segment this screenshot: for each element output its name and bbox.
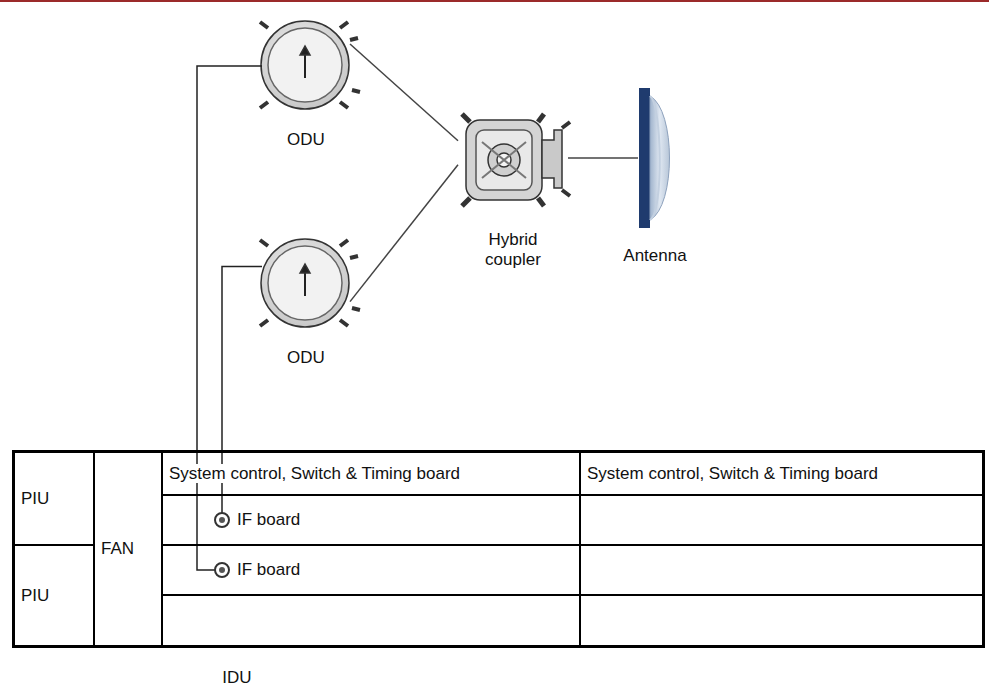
slot-label: PIU bbox=[19, 586, 51, 606]
slot-label: IF board bbox=[235, 560, 302, 580]
power-slot: PIU bbox=[14, 545, 94, 646]
rf-link bbox=[568, 157, 638, 159]
board-slot: IF board bbox=[162, 495, 580, 545]
top-rule bbox=[0, 0, 989, 2]
empty-slot bbox=[580, 545, 983, 595]
slot-label: IF board bbox=[235, 510, 302, 530]
antenna: Antenna bbox=[638, 88, 672, 228]
if-port bbox=[215, 563, 229, 577]
slot-label: System control, Switch & Timing board bbox=[585, 464, 880, 484]
power-slot: PIU bbox=[14, 452, 94, 545]
hybrid-coupler-icon bbox=[462, 114, 570, 206]
empty-slot bbox=[162, 595, 580, 646]
if-port-pin bbox=[219, 567, 225, 573]
odu-icon bbox=[260, 21, 360, 109]
rf-link bbox=[350, 44, 458, 141]
empty-slot bbox=[580, 495, 983, 545]
idu-chassis: IDUSystem control, Switch & Timing board… bbox=[12, 450, 985, 648]
hybrid-coupler: Hybrid coupler bbox=[458, 112, 568, 208]
odu-icon bbox=[260, 239, 360, 327]
fan-slot: FAN bbox=[94, 452, 162, 646]
unit-label: IDU bbox=[222, 668, 251, 688]
if-port bbox=[215, 513, 229, 527]
odu-unit: ODU bbox=[262, 22, 350, 110]
unit-label: Antenna bbox=[623, 246, 686, 266]
if-port-pin bbox=[219, 517, 225, 523]
antenna-icon bbox=[639, 88, 670, 228]
board-slot: System control, Switch & Timing board bbox=[580, 452, 983, 495]
unit-label: ODU bbox=[287, 130, 325, 150]
unit-label: Hybrid coupler bbox=[475, 230, 551, 269]
odu-unit: ODU bbox=[262, 240, 350, 328]
slot-label: FAN bbox=[99, 539, 136, 559]
empty-slot bbox=[580, 595, 983, 646]
rf-link bbox=[350, 165, 458, 302]
board-slot: System control, Switch & Timing board bbox=[162, 452, 580, 495]
unit-label: ODU bbox=[287, 348, 325, 368]
board-slot: IF board bbox=[162, 545, 580, 595]
slot-label: System control, Switch & Timing board bbox=[167, 464, 462, 484]
slot-label: PIU bbox=[19, 489, 51, 509]
